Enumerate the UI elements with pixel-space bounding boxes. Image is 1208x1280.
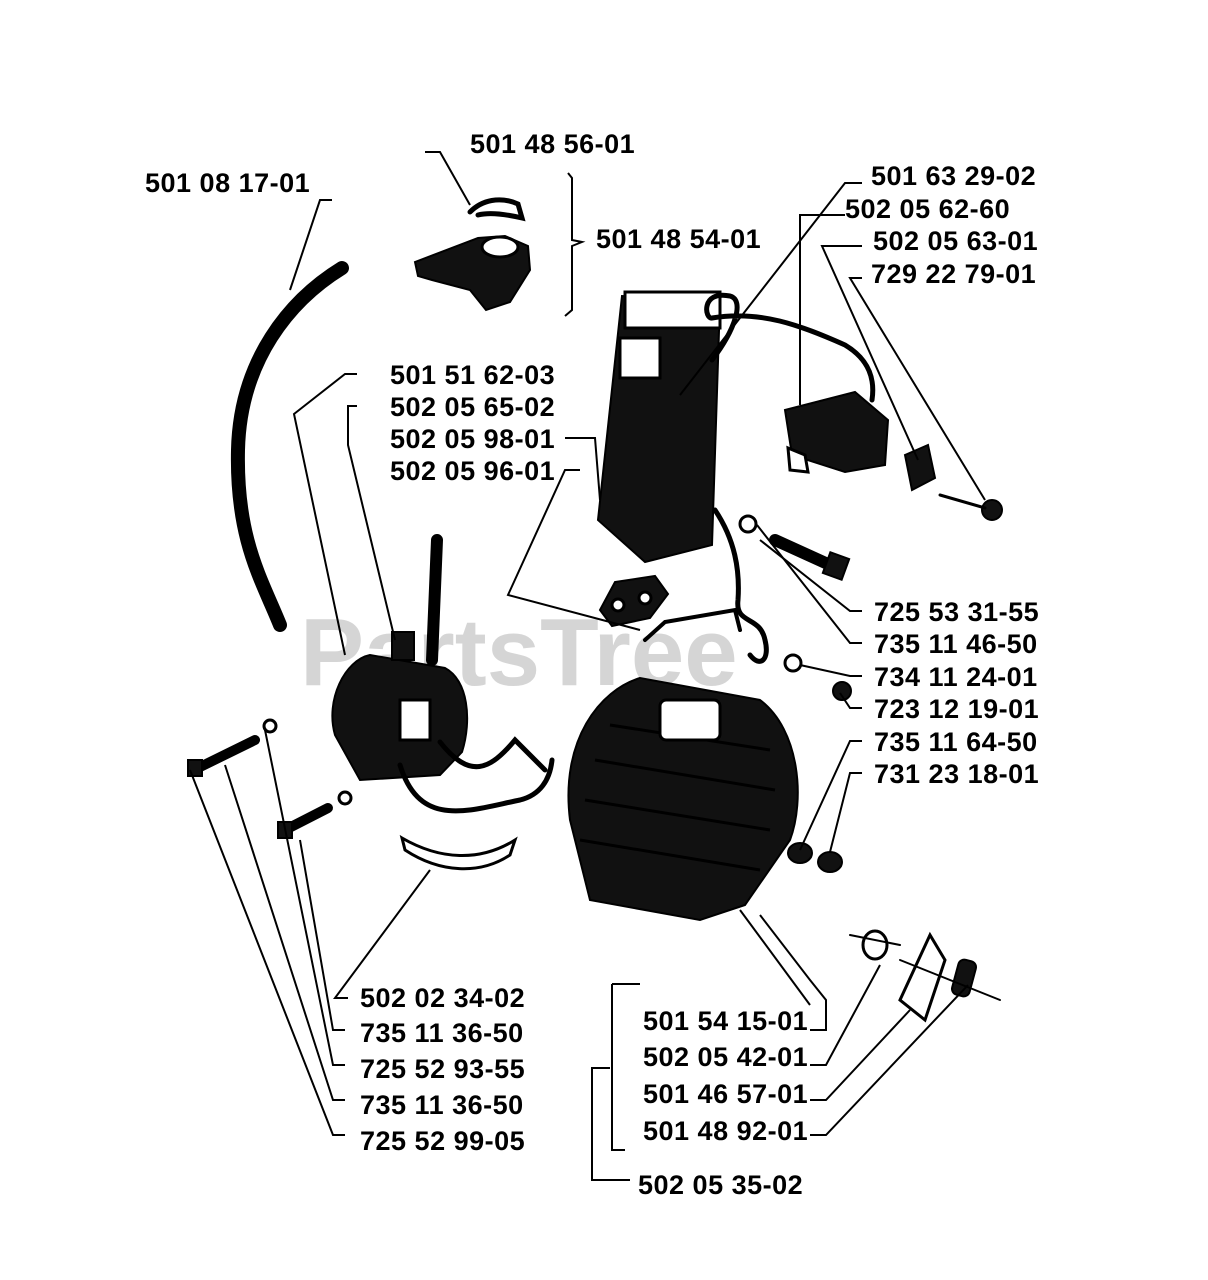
label-501-51-62-03: 501 51 62-03 bbox=[390, 360, 555, 390]
hose-part bbox=[230, 261, 349, 632]
module-bolt-part bbox=[738, 514, 851, 582]
label-502-05-63-01: 502 05 63-01 bbox=[873, 226, 1038, 256]
nut-right bbox=[817, 851, 843, 873]
washer-right bbox=[787, 842, 813, 864]
ground-wire bbox=[712, 507, 769, 664]
carb-part bbox=[331, 534, 469, 782]
leader-lines bbox=[189, 151, 986, 1181]
label-729-22-79-01: 729 22 79-01 bbox=[871, 259, 1036, 289]
label-502-05-65-02: 502 05 65-02 bbox=[390, 392, 555, 422]
label-502-05-42-01: 502 05 42-01 bbox=[643, 1042, 808, 1072]
bracket-part bbox=[783, 390, 890, 474]
cylinder-part bbox=[567, 676, 799, 922]
long-screw-part bbox=[187, 735, 260, 777]
label-501-48-92-01: 501 48 92-01 bbox=[643, 1116, 808, 1146]
clip-part bbox=[467, 197, 526, 222]
label-502-05-62-60: 502 05 62-60 bbox=[845, 194, 1010, 224]
label-725-53-31-55: 725 53 31-55 bbox=[874, 597, 1039, 627]
ground-lug bbox=[643, 607, 742, 642]
washer-part bbox=[783, 653, 803, 673]
label-501-63-29-02: 501 63 29-02 bbox=[871, 161, 1036, 191]
label-501-48-56-01: 501 48 56-01 bbox=[470, 129, 635, 159]
ring-part bbox=[861, 929, 889, 961]
label-501-54-15-01: 501 54 15-01 bbox=[643, 1006, 808, 1036]
label-734-11-24-01: 734 11 24-01 bbox=[874, 662, 1038, 692]
ignition-module-part bbox=[596, 290, 722, 564]
label-725-52-99-05: 725 52 99-05 bbox=[360, 1126, 525, 1156]
label-501-46-57-01: 501 46 57-01 bbox=[643, 1079, 808, 1109]
label-735-11-64-50: 735 11 64-50 bbox=[874, 727, 1038, 757]
carb-wire bbox=[437, 736, 548, 773]
label-502-02-34-02: 502 02 34-02 bbox=[360, 983, 525, 1013]
label-723-12-19-01: 723 12 19-01 bbox=[874, 694, 1039, 724]
label-725-52-93-55: 725 52 93-55 bbox=[360, 1054, 525, 1084]
trigger-part bbox=[413, 234, 532, 312]
gasket-part bbox=[898, 931, 947, 1023]
terminal-part bbox=[903, 443, 937, 492]
shield-part bbox=[399, 834, 518, 871]
label-501-48-54-01: 501 48 54-01 bbox=[596, 224, 761, 254]
small-screw-part bbox=[938, 493, 1003, 521]
spring-part bbox=[950, 958, 978, 998]
washer-left-2 bbox=[337, 790, 353, 806]
screw-part bbox=[832, 681, 852, 701]
label-731-23-18-01: 731 23 18-01 bbox=[874, 759, 1039, 789]
label-735-11-46-50: 735 11 46-50 bbox=[874, 629, 1038, 659]
ignition-wire bbox=[704, 292, 876, 403]
label-501-08-17-01: 501 08 17-01 bbox=[145, 168, 310, 198]
label-735-11-36-50-b: 735 11 36-50 bbox=[360, 1090, 524, 1120]
label-502-05-35-02: 502 05 35-02 bbox=[638, 1170, 803, 1200]
carb-wire-2 bbox=[397, 757, 555, 814]
nut-part bbox=[598, 574, 670, 628]
label-502-05-98-01: 502 05 98-01 bbox=[390, 424, 555, 454]
label-735-11-36-50-a: 735 11 36-50 bbox=[360, 1018, 524, 1048]
washer-left bbox=[262, 718, 278, 734]
label-502-05-96-01: 502 05 96-01 bbox=[390, 456, 555, 486]
